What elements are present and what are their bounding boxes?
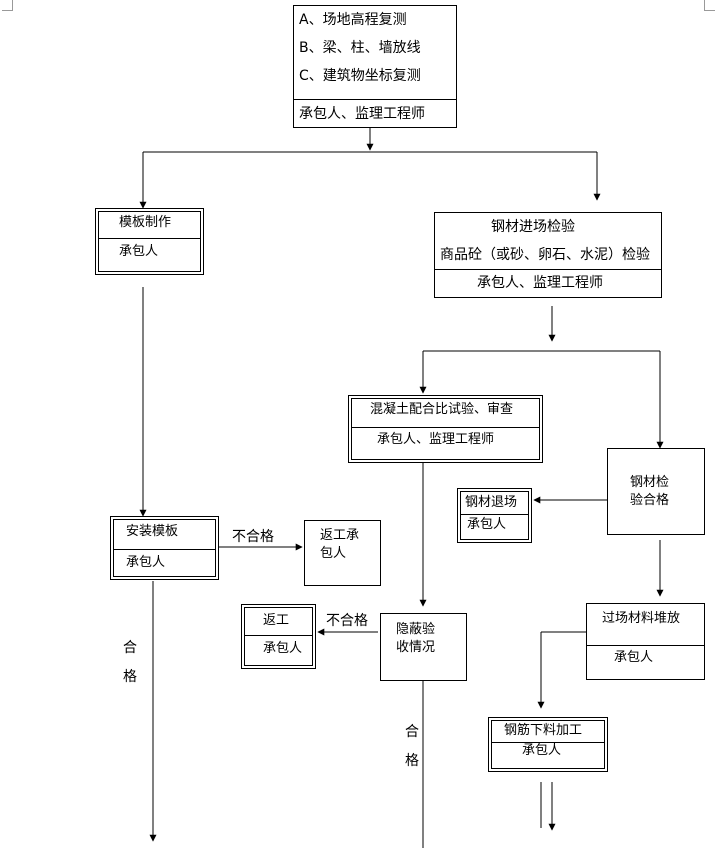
material-stacking-responsible: 承包人	[614, 650, 654, 665]
corner-mark-top-left	[2, 0, 13, 11]
formwork-make-box: 模板制作 承包人	[95, 208, 204, 275]
steel-inspection-responsible: 承包人、监理工程师	[477, 275, 603, 291]
rework-responsible: 承包人	[263, 641, 303, 656]
steel-inspection-line2: 商品砼（或砂、卵石、水泥）检验	[440, 247, 650, 263]
install-formwork-title: 安装模板	[126, 524, 179, 539]
formwork-make-title: 模板制作	[119, 215, 172, 230]
divider	[461, 514, 528, 515]
rework-contractor-line2: 包人	[320, 546, 347, 561]
divider	[352, 427, 539, 428]
divider	[99, 238, 200, 239]
pass-label-hidden-1: 合	[405, 724, 419, 740]
divider	[492, 742, 604, 743]
divider	[294, 99, 456, 100]
concrete-mix-responsible: 承包人、监理工程师	[377, 432, 495, 447]
pass-label-install-2: 格	[123, 669, 137, 685]
formwork-make-responsible: 承包人	[119, 244, 159, 259]
steel-qualified-line1: 钢材检	[630, 475, 670, 490]
fail-label-hidden: 不合格	[326, 613, 368, 629]
rework-box: 返工 承包人	[241, 604, 316, 669]
fail-label-install: 不合格	[232, 529, 274, 545]
material-stacking-title: 过场材料堆放	[602, 611, 681, 626]
rebar-processing-box: 钢筋下料加工 承包人	[488, 717, 608, 772]
survey-item-b: B、梁、柱、墙放线	[299, 40, 421, 56]
divider	[245, 635, 312, 636]
concealed-inspection-line1: 隐蔽验	[396, 622, 436, 637]
concrete-mix-title: 混凝土配合比试验、审查	[370, 402, 514, 417]
survey-responsible: 承包人、监理工程师	[299, 106, 425, 122]
rebar-processing-responsible: 承包人	[522, 743, 562, 758]
steel-inspection-box: 钢材进场检验 商品砼（或砂、卵石、水泥）检验 承包人、监理工程师	[434, 212, 662, 298]
rebar-processing-title: 钢筋下料加工	[504, 723, 583, 738]
concealed-inspection-box: 隐蔽验 收情况	[380, 613, 467, 681]
survey-item-c: C、建筑物坐标复测	[299, 68, 421, 84]
divider	[114, 549, 215, 550]
concrete-mix-box: 混凝土配合比试验、审查 承包人、监理工程师	[348, 395, 543, 463]
steel-return-title: 钢材退场	[465, 495, 518, 510]
install-formwork-responsible: 承包人	[126, 555, 166, 570]
pass-label-hidden-2: 格	[405, 753, 419, 769]
steel-inspection-line1: 钢材进场检验	[491, 219, 575, 235]
concealed-inspection-line2: 收情况	[396, 640, 436, 655]
survey-task-box: A、场地高程复测 B、梁、柱、墙放线 C、建筑物坐标复测 承包人、监理工程师	[293, 5, 457, 128]
rework-contractor-box: 返工承 包人	[304, 520, 381, 586]
material-stacking-box: 过场材料堆放 承包人	[586, 603, 705, 680]
rework-title: 返工	[263, 613, 290, 628]
rework-contractor-line1: 返工承	[320, 528, 360, 543]
steel-return-box: 钢材退场 承包人	[457, 488, 532, 543]
steel-qualified-line2: 验合格	[630, 493, 670, 508]
install-formwork-box: 安装模板 承包人	[110, 516, 219, 580]
survey-item-a: A、场地高程复测	[299, 12, 407, 28]
divider	[435, 269, 661, 270]
divider	[587, 645, 704, 646]
pass-label-install-1: 合	[123, 640, 137, 656]
steel-qualified-box: 钢材检 验合格	[607, 448, 705, 535]
steel-return-responsible: 承包人	[467, 517, 507, 532]
corner-mark-top-right	[704, 0, 715, 11]
